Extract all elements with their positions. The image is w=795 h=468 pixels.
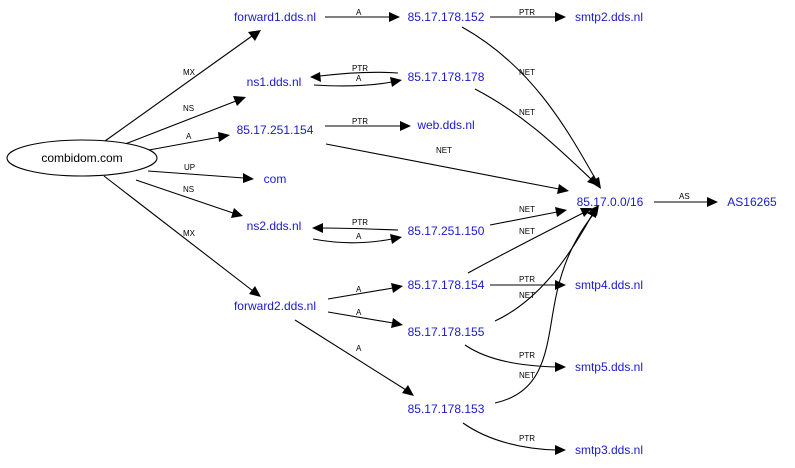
edge-label-mx: MX: [183, 68, 196, 77]
arrowhead: [310, 72, 321, 82]
arrowhead: [587, 175, 599, 186]
edge-root-forward1: [104, 35, 253, 142]
node-forward2[interactable]: forward2.dds.nl: [234, 299, 316, 313]
edge-forward2-ip153: [294, 319, 407, 391]
node-ns1[interactable]: ns1.dds.nl: [247, 75, 302, 89]
edge-label-net: NET: [519, 227, 535, 236]
edge-ip178-ns1: [319, 71, 399, 77]
arrowhead: [233, 96, 246, 106]
edge-forward2-ip155: [327, 311, 394, 324]
edge-ip153-smtp3: [462, 422, 557, 451]
arrowhead: [243, 173, 254, 183]
edge-label-net: NET: [519, 291, 535, 300]
edge-ip251150-net: [489, 211, 558, 226]
arrowhead: [555, 12, 566, 22]
edge-label-as: AS: [679, 192, 690, 201]
arrowhead: [580, 208, 592, 217]
node-ip-178-152[interactable]: 85.17.178.152: [408, 10, 485, 24]
edge-label-up: UP: [184, 163, 195, 172]
edge-label-net: NET: [519, 205, 535, 214]
node-ns2[interactable]: ns2.dds.nl: [247, 219, 302, 233]
arrowhead: [555, 445, 566, 455]
node-ip-178-154[interactable]: 85.17.178.154: [408, 278, 485, 292]
edge-label-a: A: [356, 308, 362, 317]
edge-label-ptr: PTR: [352, 117, 368, 126]
edge-root-ns1: [119, 100, 237, 147]
edge-label-ptr: PTR: [519, 275, 535, 284]
edge-label-a: A: [356, 344, 362, 353]
edge-ip152-net: [461, 26, 597, 181]
node-ip-178-153[interactable]: 85.17.178.153: [408, 402, 485, 416]
edge-label-ns: NS: [183, 185, 194, 194]
edge-root-ns2: [135, 179, 234, 214]
edge-ip251150-ns2: [321, 227, 399, 231]
arrowhead: [707, 197, 718, 207]
edge-label-net: NET: [519, 68, 535, 77]
edge-label-net: NET: [519, 371, 535, 380]
edge-label-ptr: PTR: [519, 8, 535, 17]
arrowhead: [218, 132, 230, 142]
edge-ip251154-net: [325, 143, 560, 190]
edge-label-a: A: [356, 8, 362, 17]
node-web[interactable]: web.dds.nl: [416, 118, 474, 132]
arrowhead: [555, 280, 566, 290]
node-as[interactable]: AS16265: [727, 195, 777, 209]
root-node-label[interactable]: combidom.com: [41, 151, 122, 165]
arrowhead: [400, 121, 411, 131]
edge-forward2-ip154: [327, 287, 394, 300]
node-net[interactable]: 85.17.0.0/16: [577, 195, 644, 209]
edge-label-ns: NS: [183, 104, 194, 113]
edge-label-a: A: [356, 285, 362, 294]
edges: MX NS A UP NS MX A PTR PTR A PT: [103, 8, 718, 455]
arrowhead: [231, 208, 243, 218]
edge-root-ip251154: [137, 136, 221, 153]
arrowhead: [391, 318, 403, 328]
edge-ip178-net: [474, 88, 593, 181]
arrowhead: [248, 30, 261, 41]
edge-ip155-smtp5: [464, 344, 557, 368]
edge-root-forward2: [103, 175, 254, 292]
edge-root-com: [147, 170, 245, 179]
node-ip-251-150[interactable]: 85.17.251.150: [408, 224, 485, 238]
node-com[interactable]: com: [264, 172, 287, 186]
node-smtp4[interactable]: smtp4.dds.nl: [575, 278, 643, 292]
node-forward1[interactable]: forward1.dds.nl: [234, 10, 316, 24]
node-ip-178-178[interactable]: 85.17.178.178: [408, 70, 485, 84]
edge-label-ptr: PTR: [352, 64, 368, 73]
arrowhead: [391, 283, 403, 293]
edge-label-net: NET: [436, 146, 452, 155]
arrowhead: [390, 77, 402, 87]
root-node-ellipse: [6, 139, 158, 177]
edge-label-ptr: PTR: [519, 351, 535, 360]
arrowhead: [402, 385, 414, 396]
arrowhead: [312, 223, 323, 233]
node-ip-251-154[interactable]: 85.17.251.154: [237, 123, 314, 137]
edge-ns2-ip251150: [312, 238, 393, 244]
node-smtp3[interactable]: smtp3.dds.nl: [575, 443, 643, 457]
edge-label-mx: MX: [183, 229, 196, 238]
arrowhead: [555, 362, 566, 372]
arrowhead: [390, 234, 402, 244]
nodes: combidom.com forward1.dds.nl ns1.dds.nl …: [6, 10, 777, 457]
arrowhead: [249, 286, 261, 297]
edge-label-a: A: [356, 232, 362, 241]
arrowhead: [557, 184, 569, 194]
edge-ip153-net: [494, 211, 596, 404]
arrowhead: [389, 12, 400, 22]
edge-label-a: A: [186, 132, 192, 141]
edge-ip154-net: [467, 212, 584, 274]
edge-ns1-ip178: [313, 81, 393, 87]
edge-label-ptr: PTR: [352, 218, 368, 227]
edge-label-a: A: [356, 74, 362, 83]
node-smtp5[interactable]: smtp5.dds.nl: [575, 360, 643, 374]
arrowhead: [589, 205, 599, 216]
node-smtp2[interactable]: smtp2.dds.nl: [575, 10, 643, 24]
edge-label-ptr: PTR: [519, 434, 535, 443]
node-ip-178-155[interactable]: 85.17.178.155: [408, 325, 485, 339]
edge-ip155-net: [494, 214, 593, 322]
edge-label-net: NET: [519, 108, 535, 117]
arrowhead: [555, 207, 567, 217]
